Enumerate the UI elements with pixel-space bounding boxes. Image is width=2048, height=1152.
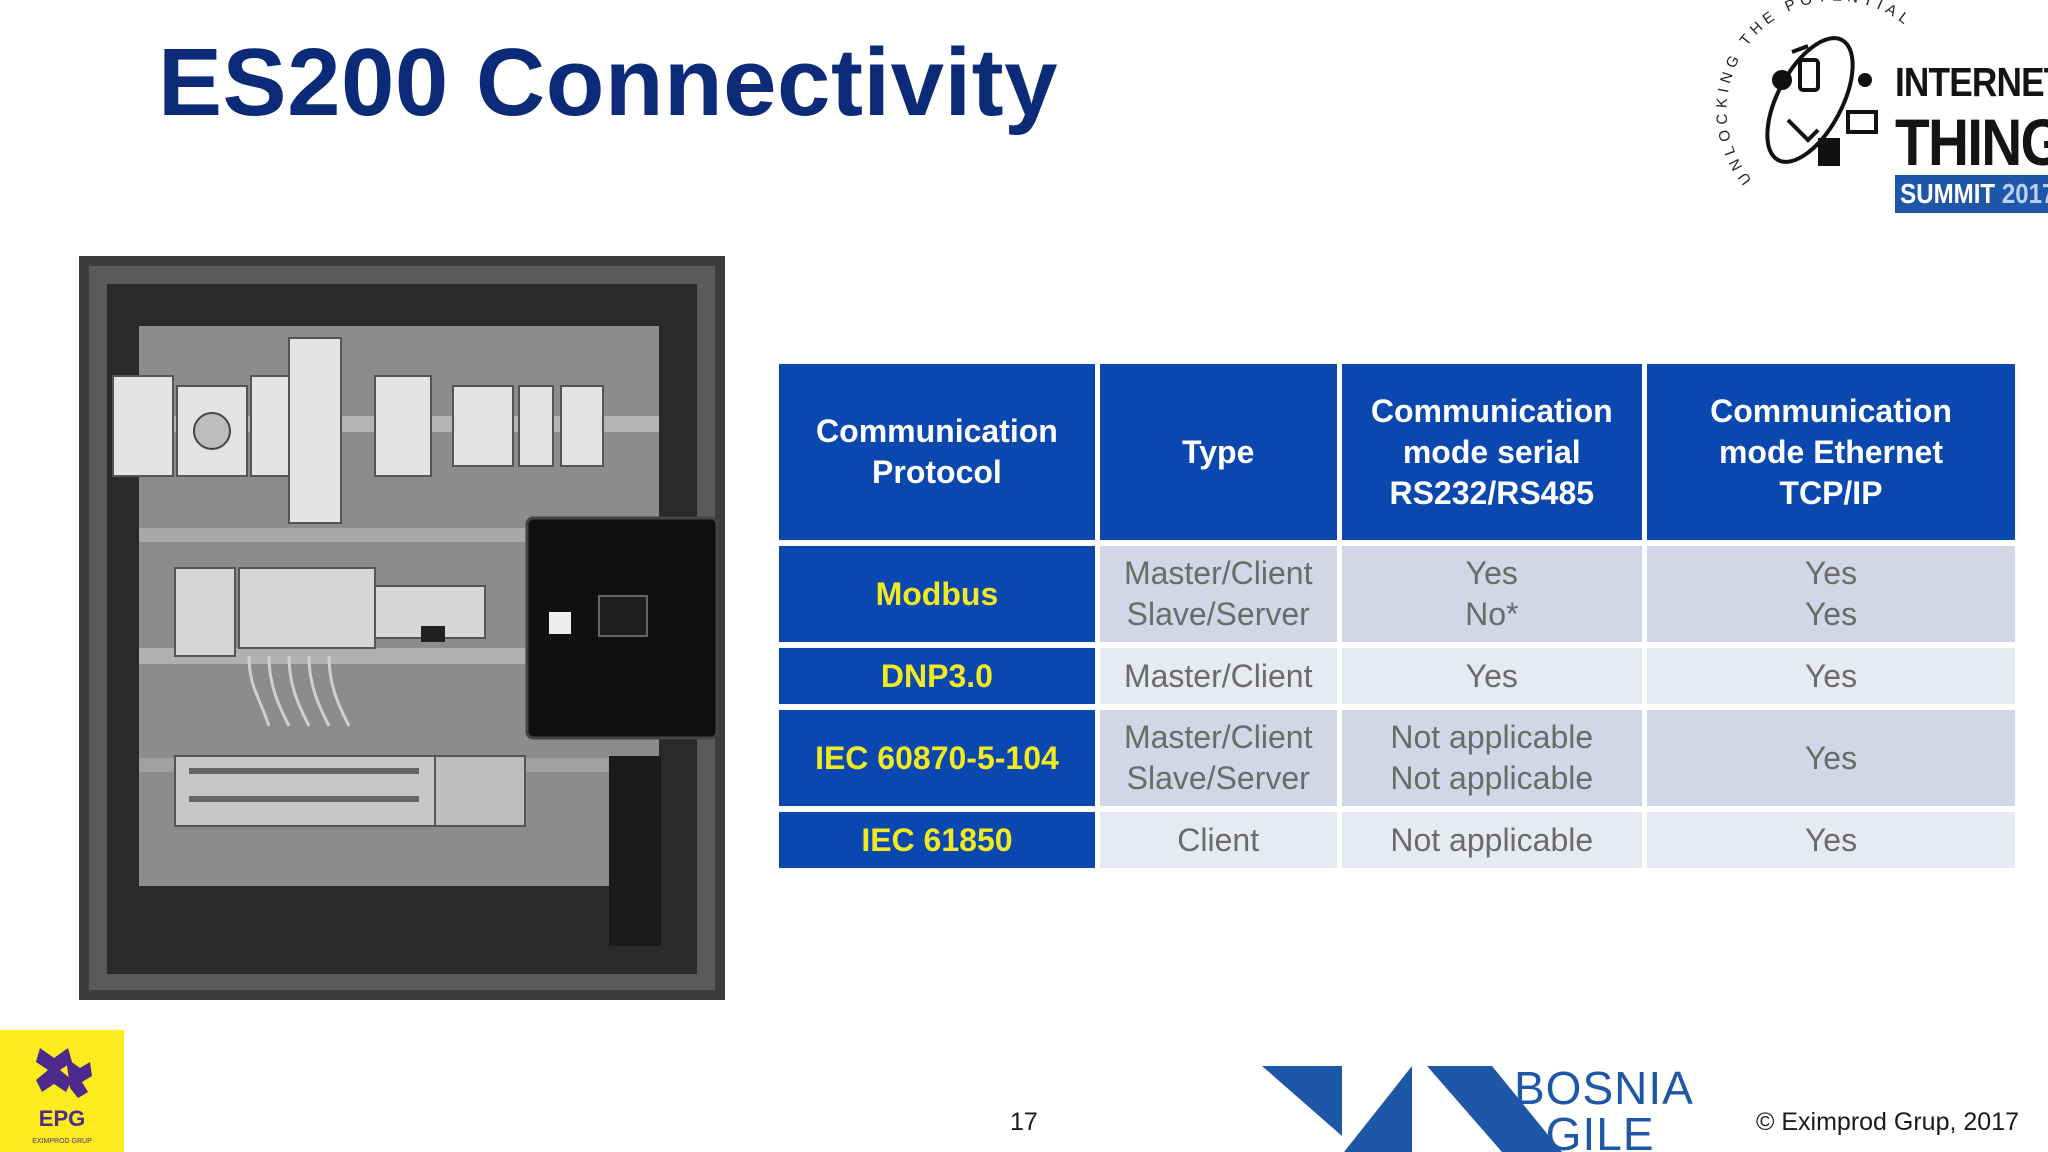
serial-cell: Yes <box>1341 648 1642 704</box>
bosnia-agile-line2: AGILE <box>1514 1108 1655 1152</box>
table-row: DNP3.0 Master/Client Yes Yes <box>779 648 2015 704</box>
epg-logo-sub: EXIMPROD GRUP <box>32 1138 92 1145</box>
epg-logo-name: EPG <box>39 1106 85 1131</box>
protocol-cell: IEC 60870-5-104 <box>779 710 1095 806</box>
protocol-cell: Modbus <box>779 546 1095 642</box>
page-number: 17 <box>1010 1108 1038 1136</box>
bosnia-agile-line1: BOSNIA <box>1514 1066 1694 1114</box>
iot-summit-badge: SUMMIT 2017 <box>1895 175 2048 213</box>
bosnia-agile-logo: BOSNIA AGILE <box>1262 1066 1694 1152</box>
copyright-text: © Eximprod Grup, 2017 <box>1756 1108 2019 1136</box>
ethernet-cell: Yes <box>1646 812 2015 868</box>
iot-year: 2017 <box>2001 178 2048 209</box>
iot-word-summit: SUMMIT <box>1900 178 1996 209</box>
iot-word-internet: INTERNET <box>1895 59 2048 105</box>
iot-summit-logo: UNLOCKING THE POTENTIAL <box>1713 0 1916 188</box>
cabinet-photo <box>79 256 725 1000</box>
table-row: IEC 61850 Client Not applicable Yes <box>779 812 2015 868</box>
iot-logo-wordmark: INTERNETOF THINGS SUMMIT 2017 <box>1895 59 2048 213</box>
ethernet-cell: Yes <box>1646 648 2015 704</box>
protocol-cell: DNP3.0 <box>779 648 1095 704</box>
epg-logo: EPG EXIMPROD GRUP <box>0 1030 124 1152</box>
header-type: Type <box>1099 364 1337 540</box>
iot-ring-text: UNLOCKING THE POTENTIAL <box>1713 0 1916 188</box>
iot-word-things: THINGS <box>1895 105 2048 179</box>
ethernet-cell: Yes <box>1646 710 2015 806</box>
serial-cell: Not applicable <box>1341 812 1642 868</box>
page-title: ES200 Connectivity <box>158 29 1058 136</box>
protocol-cell: IEC 61850 <box>779 812 1095 868</box>
iot-illustration-icon <box>1765 36 1878 166</box>
type-cell: Master/Client <box>1099 648 1337 704</box>
type-cell: Client <box>1099 812 1337 868</box>
